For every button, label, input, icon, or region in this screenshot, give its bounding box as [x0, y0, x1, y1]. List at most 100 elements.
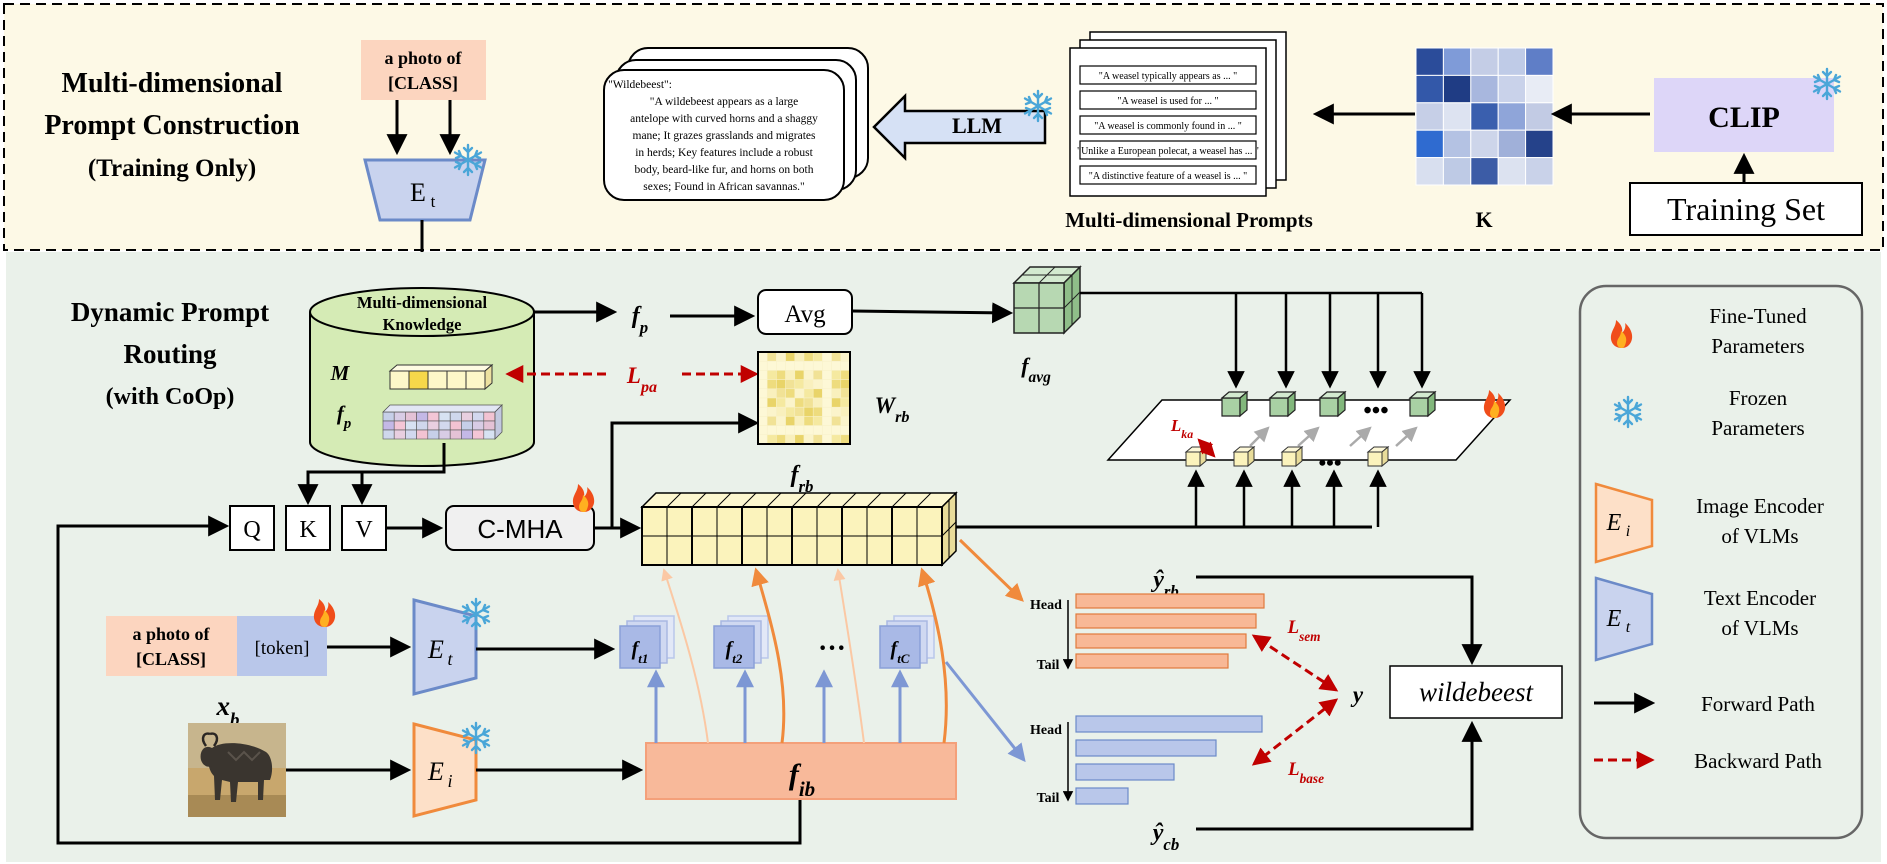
svg-text:Text Encoder: Text Encoder	[1704, 586, 1816, 610]
fp-feature-grid	[382, 404, 503, 440]
multi-dimensional-prompts: "A weasel typically appears as ... " "A …	[1069, 31, 1287, 197]
fp-cell	[483, 420, 496, 431]
wrb-cell	[776, 360, 786, 371]
wrb-cell	[766, 434, 777, 445]
wrb-cell	[822, 360, 832, 371]
text-feature-card	[619, 625, 661, 669]
wrb-cell	[840, 379, 851, 390]
k-matrix-cell	[1525, 102, 1554, 131]
svg-text:t: t	[447, 649, 453, 669]
qkv-boxes: Q K V	[229, 505, 387, 551]
wrb-cell	[812, 388, 823, 399]
text-feature-card	[713, 625, 755, 669]
wrb-cell	[757, 370, 768, 380]
fp-cell	[382, 411, 395, 422]
svg-text:Multi-dimensional: Multi-dimensional	[62, 68, 283, 99]
wrb-cell	[812, 351, 823, 362]
fp-cell	[427, 411, 440, 422]
svg-text:in herds; Key features include: in herds; Key features include a robust	[635, 147, 813, 159]
fp-cell	[461, 429, 473, 440]
svg-text:Knowledge: Knowledge	[383, 315, 462, 334]
svg-text:Frozen: Frozen	[1729, 386, 1788, 410]
wrb-cell	[840, 425, 851, 436]
svg-text:(with CoOp): (with CoOp)	[106, 384, 235, 410]
svg-text:(Training Only): (Training Only)	[88, 155, 256, 182]
svg-text:V: V	[355, 517, 373, 543]
wrb-cell	[812, 406, 823, 417]
k-caption: K	[1475, 207, 1492, 232]
wrb-cell	[776, 388, 786, 399]
wrb-cell	[794, 416, 805, 426]
k-matrix-cell	[1442, 47, 1472, 76]
wrb-cell	[785, 406, 796, 417]
wrb-cell	[812, 360, 823, 371]
k-matrix-cell	[1442, 157, 1472, 186]
yellow-cube	[1233, 446, 1255, 467]
wrb-cell	[785, 370, 796, 380]
wrb-cell	[776, 379, 786, 390]
wrb-cell	[776, 406, 786, 417]
fp-cell	[382, 420, 395, 431]
wrb-cell	[766, 425, 777, 436]
wrb-cell	[822, 406, 832, 417]
wrb-cell	[822, 370, 832, 380]
green-cube	[1409, 391, 1436, 417]
wrb-cell	[776, 425, 786, 436]
yrb-bar	[1075, 653, 1229, 669]
bottom-title: Dynamic Prompt Routing (with CoOp)	[71, 297, 269, 410]
ycb-bar	[1075, 715, 1263, 733]
clip-model: CLIP	[1654, 78, 1834, 152]
svg-text:Avg: Avg	[784, 301, 826, 328]
wrb-cell	[776, 416, 786, 426]
fib-box: fib	[645, 742, 957, 801]
wrb-cell	[794, 351, 805, 362]
wrb-cell	[766, 379, 777, 390]
fp-cell	[405, 411, 417, 422]
wrb-cell	[831, 397, 842, 408]
fp-cell	[483, 429, 496, 440]
svg-text:"A weasel is used for ... ": "A weasel is used for ... "	[1117, 96, 1218, 107]
wrb-cell	[840, 397, 851, 408]
wrb-cell	[766, 397, 777, 408]
wrb-cell	[785, 388, 796, 399]
wrb-cell	[757, 434, 768, 445]
plane-dots: •••	[1363, 398, 1388, 424]
wrb-cell	[840, 370, 851, 380]
wrb-cell	[803, 425, 814, 436]
wrb-cell	[831, 360, 842, 371]
k-matrix-cell	[1497, 74, 1527, 104]
learnable-prompt: a photo of [CLASS] [token]	[106, 616, 327, 676]
wrb-cell	[776, 370, 786, 380]
wildebeest-description-card: "Wildebeest": "A wildebeest appears as a…	[603, 47, 869, 201]
fp-cell	[427, 429, 440, 440]
frb-label: frb	[791, 462, 814, 496]
fp-cell	[393, 420, 406, 431]
ycb-label: ŷcb	[1150, 820, 1180, 854]
m-cell	[408, 370, 429, 390]
k-matrix-cell	[1415, 102, 1444, 131]
fp-cell	[393, 429, 406, 440]
wrb-cell	[803, 370, 814, 380]
wrb-cell	[803, 351, 814, 362]
k-matrix-cell	[1497, 47, 1527, 76]
ellipsis: ···	[818, 633, 846, 664]
k-matrix-cell	[1470, 74, 1499, 104]
favg-block	[1012, 265, 1082, 335]
m-cell	[465, 370, 486, 390]
k-matrix-cell	[1470, 102, 1499, 131]
lpa-loss: Lpa	[626, 363, 657, 396]
svg-text:E: E	[427, 757, 444, 786]
svg-text:C-MHA: C-MHA	[477, 514, 563, 544]
wrb-cell	[766, 370, 777, 380]
svg-text:[CLASS]: [CLASS]	[136, 649, 206, 669]
wrb-cell	[831, 434, 842, 445]
xb-label: xb	[216, 691, 240, 731]
fp-cell	[416, 411, 429, 422]
svg-text:E: E	[427, 635, 444, 664]
wrb-cell	[812, 397, 823, 408]
wrb-cell	[757, 388, 768, 399]
svg-text:Backward Path: Backward Path	[1694, 749, 1822, 773]
yellow-cube	[1185, 446, 1207, 467]
bottom-image-encoder: E i	[412, 722, 478, 818]
yrb-bars: Head Tail	[1030, 593, 1265, 673]
